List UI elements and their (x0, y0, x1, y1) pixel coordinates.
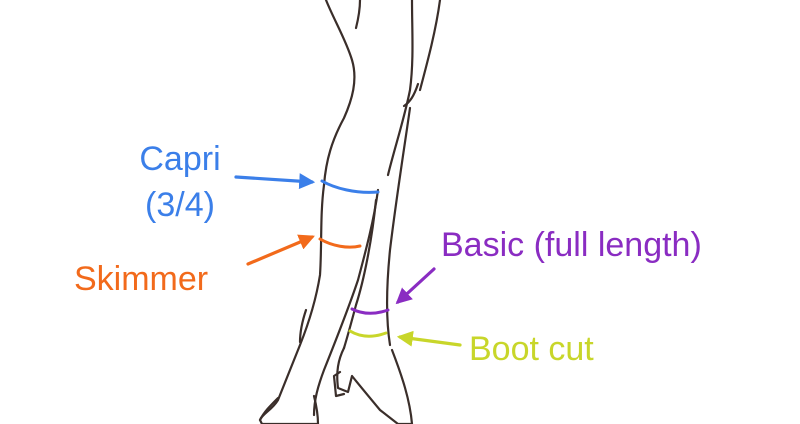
back-leg-shoe (336, 346, 414, 424)
basic-label: Basic (full length) (441, 226, 702, 264)
front-leg-shoe (258, 394, 320, 424)
back-leg-outline (332, 0, 442, 424)
capri-arrow (234, 173, 316, 190)
boot-cut-hem-band (348, 329, 388, 338)
back-leg-shin-right-edge (385, 106, 412, 347)
front-leg-crease (298, 308, 308, 344)
front-leg-thigh-left-edge (322, 0, 356, 187)
skimmer-hem-band (318, 237, 362, 249)
front-leg-calf-right-edge (312, 188, 380, 417)
back-leg-thigh-left-edge (386, 0, 414, 177)
back-leg-heel (332, 370, 346, 398)
back-leg-knee (402, 82, 420, 108)
front-leg-thigh-right-edge (354, 0, 362, 30)
skimmer-label: Skimmer (74, 260, 208, 298)
boot-cut-label: Boot cut (469, 330, 594, 368)
capri-label: Capri (139, 140, 220, 178)
back-leg-shin-left-edge (342, 198, 378, 350)
capri-sublabel: (3/4) (145, 186, 215, 224)
front-leg-outline (258, 0, 380, 424)
back-leg-thigh-right-edge (418, 0, 442, 92)
boot-cut-arrow (396, 330, 462, 347)
capri-hem-band (320, 179, 380, 194)
skimmer-arrow (246, 234, 315, 266)
basic-arrow (395, 267, 436, 305)
front-leg-calf-left-edge (258, 183, 326, 422)
basic-hem-band (350, 307, 390, 315)
